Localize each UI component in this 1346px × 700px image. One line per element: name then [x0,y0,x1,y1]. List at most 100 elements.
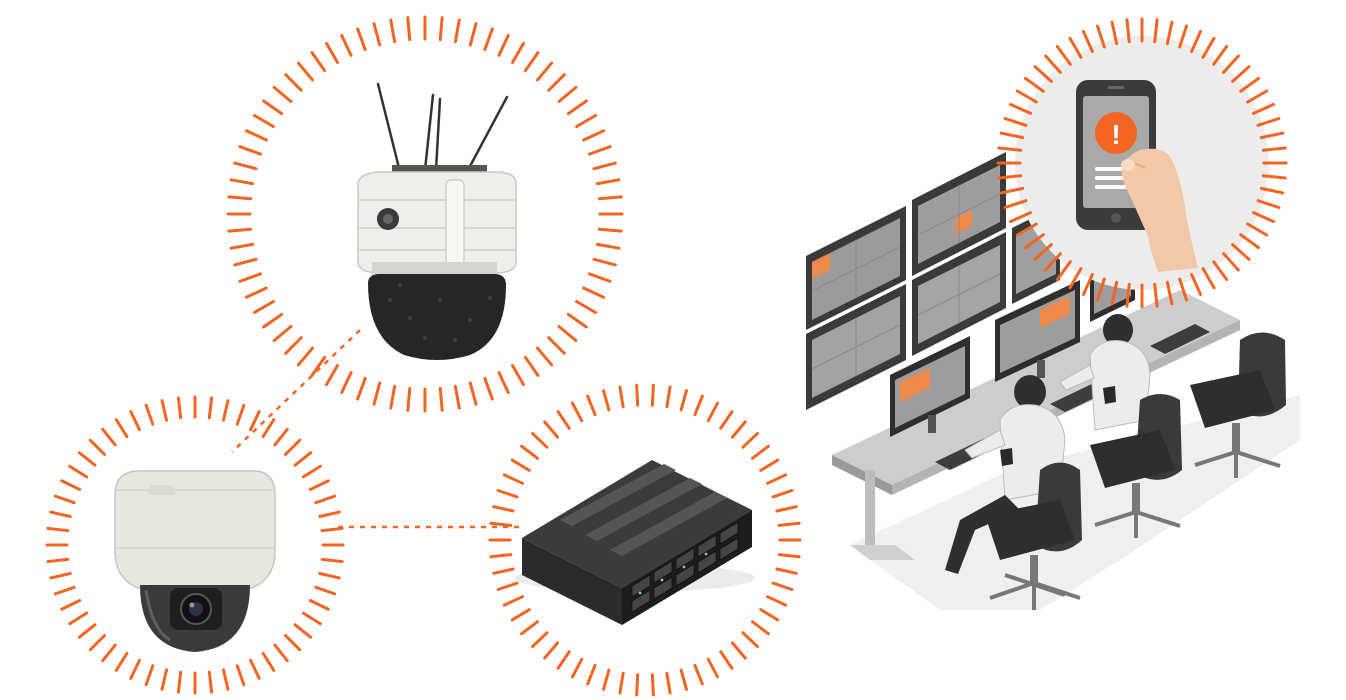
dome-camera-node[interactable] [114,470,276,652]
control-room-node[interactable] [806,152,1300,610]
mobile-ring [996,17,1288,309]
ring-tick [262,312,284,329]
ring-tick [595,242,621,250]
ring-tick [252,114,275,128]
ring-tick [1044,54,1062,74]
ring-tick [144,403,155,426]
ring-tick [547,73,566,92]
ring-tick [293,451,313,467]
operator-2 [1059,314,1151,431]
ring-tick [520,620,540,636]
connector-sensor-to-camera [231,329,361,453]
ring-tick [49,571,72,580]
ring-tick [1256,199,1281,209]
ring-tick [176,670,183,694]
ring-tick [1055,45,1072,66]
ring-tick [60,479,82,491]
foam-windscreen [368,274,506,360]
audio-sensor-node[interactable] [357,82,517,360]
ring-tick [176,396,183,420]
ring-tick [766,473,788,485]
mobile-alert-node[interactable]: ! [996,17,1288,309]
ring-tick [296,61,315,82]
ring-tick [597,195,623,201]
desk-monitors [890,252,1135,437]
ring-tick [771,581,794,591]
ring-tick [284,634,302,652]
rack-server-icon [515,460,755,625]
ring-tick [557,85,578,104]
ring-tick [273,643,289,663]
ring-tick [468,381,478,406]
ring-tick [750,620,770,636]
ring-tick [46,526,70,533]
ring-tick [535,346,554,367]
ring-tick [1201,36,1216,59]
ring-tick [308,479,330,491]
ring-tick [1201,267,1216,290]
ring-tick [310,355,327,377]
ring-tick [238,272,263,283]
ring-tick [293,623,313,639]
ring-tick [244,129,268,142]
ring-tick [356,27,367,52]
ring-tick [1153,282,1159,308]
ring-tick [1190,29,1203,54]
ring-tick [261,651,276,672]
ring-tick [244,286,268,299]
ring-tick [314,494,337,505]
ring-tick [1259,131,1285,140]
ring-tick [575,114,598,128]
ring-tick [53,585,76,596]
ring-tick [492,505,515,513]
ring-tick [777,553,801,559]
ring-tick [406,16,412,42]
ring-tick [160,399,169,422]
ring-tick [221,399,230,422]
ring-tick [602,668,611,691]
ring-tick [77,623,97,639]
ring-tick [547,336,566,355]
ring-tick [406,386,412,412]
ring-tick [1068,267,1083,290]
ring-tick [1190,272,1203,297]
ring-tick [520,444,540,460]
ring-tick [510,608,531,622]
ring-tick [771,489,794,499]
ring-tick [693,663,704,686]
ring-tick [497,371,510,395]
ring-tick [618,385,625,409]
ring-tick [325,41,339,64]
ring-tick [483,27,494,52]
iot-audio-sensor-icon [357,82,517,360]
ring-tick [556,650,571,670]
ring-tick [1024,76,1045,93]
ring-tick [1125,282,1131,308]
ring-tick [496,581,519,591]
ring-tick [582,286,606,299]
ring-tick [1081,272,1094,297]
chair-2 [1090,394,1182,538]
ring-tick [235,664,246,687]
ring-tick [523,355,540,377]
ring-tick [570,401,584,423]
ring-tick [592,257,617,267]
ring-tick [262,99,284,116]
monitor-wall [806,152,1060,410]
ring-tick [438,16,444,42]
ring-tick [706,657,720,679]
nvr-server-node[interactable] [515,460,755,625]
ring-tick [587,272,612,283]
ring-tick [1068,36,1083,59]
ring-tick [750,444,770,460]
ring-tick [160,668,169,691]
ring-tick [272,324,293,343]
ring-tick [502,473,524,485]
hand [1121,148,1198,272]
ring-tick [318,571,341,580]
ring-tick [587,145,612,156]
ring-tick [1259,186,1285,195]
ring-tick [557,324,578,343]
ring-tick [49,510,72,519]
ring-tick [530,631,549,649]
